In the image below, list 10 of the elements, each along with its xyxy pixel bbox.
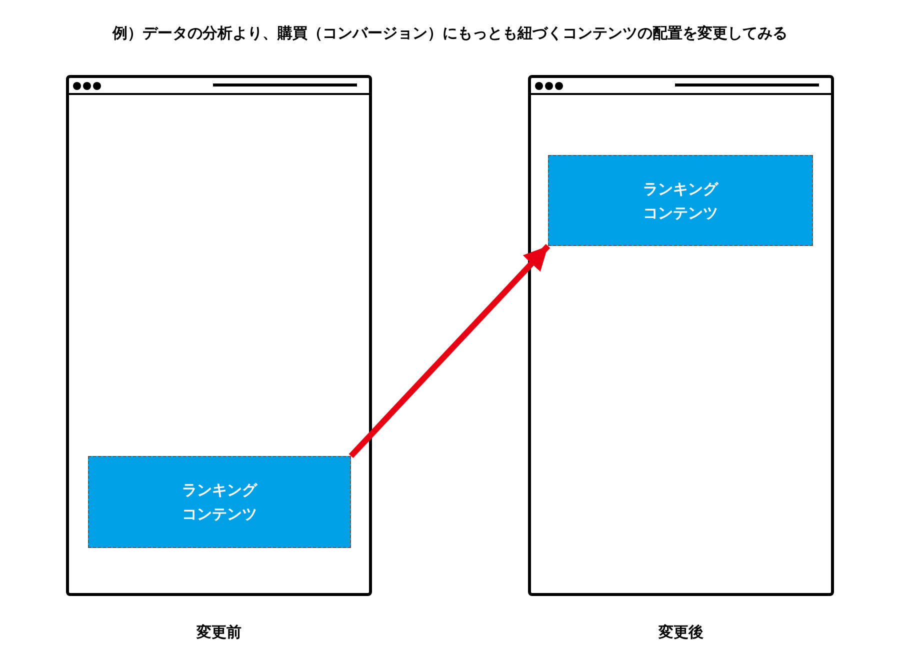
node-label: 変更後 xyxy=(658,623,704,642)
browser-window-frame xyxy=(528,75,834,596)
content-block xyxy=(88,456,351,548)
diagram-title: 例）データの分析より、購買（コンバージョン）にもっとも紐づくコンテンツの配置を変更してみる xyxy=(111,24,788,43)
browser-window-frame xyxy=(66,75,372,596)
content-block xyxy=(548,155,813,246)
block-label: ランキングコンテンツ xyxy=(642,178,720,224)
block-label: ランキングコンテンツ xyxy=(181,480,258,525)
node-label: 変更前 xyxy=(196,623,242,642)
arrow xyxy=(348,244,550,458)
